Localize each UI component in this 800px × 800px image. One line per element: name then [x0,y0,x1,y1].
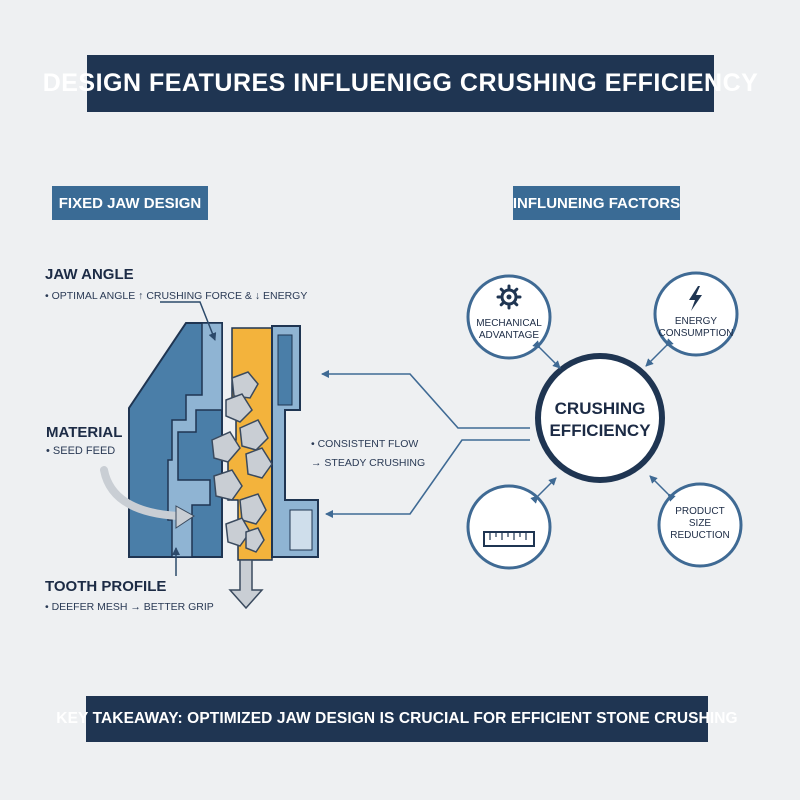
movable-jaw-plate [277,334,293,406]
crushing-efficiency-node [535,353,665,483]
connector-energy [645,338,674,367]
factors-network [466,271,743,570]
stone [231,371,259,399]
arrow-to-jaw-bottom [325,439,530,518]
node-label-line: Consumption [658,328,734,339]
stone [239,493,267,525]
jaw-angle-note: • Optimal angle ↑ crushing force & ↓ ene… [45,290,308,302]
flow-note-line1: • Consistent flow [311,438,419,450]
energy-consumption-label: Energy Consumption [656,316,736,340]
stone [225,517,251,547]
jaw-angle-title: Jaw Angle [45,266,134,283]
connector-mechanical [532,340,561,369]
mechanical-advantage-node [466,274,552,360]
stone-material [211,371,273,553]
stone [245,527,265,553]
node-label-line: Size [688,518,712,529]
connector-product [649,475,676,502]
movable-jaw-lower [289,509,313,551]
measurement-node [466,484,552,570]
crushing-efficiency-label: Crushing Efficiency [540,398,660,442]
key-takeaway-banner: Key Takeaway: Optimized jaw design is cr… [56,696,738,742]
node-label-line: Reduction [670,530,730,541]
ruler-icon [483,531,535,547]
arrow-to-jaw-top [321,370,530,429]
stone [211,431,241,463]
material-feed-arrowhead [175,505,195,529]
node-label-line: Product [675,506,725,517]
fixed-jaw-design-label: Fixed Jaw Design [52,186,208,220]
influencing-factors-label: Influneing Factors [513,186,680,220]
stone [245,447,273,479]
node-label-line: Advantage [478,330,540,341]
flow-note-line2: → Steady crushing [311,457,426,469]
energy-consumption-node [653,271,739,357]
connector-arrows [321,370,530,518]
center-label-line1: Crushing [554,399,646,418]
callout-leaders [160,301,217,576]
discharge-arrow [228,559,264,610]
product-size-reduction-node [657,482,743,568]
material-title: Material [46,424,123,441]
node-label-line: Mechanical [476,318,542,329]
mechanical-advantage-label: Mechanical Advantage [469,318,549,342]
page-title: Design Features Influenigg Crushing Effi… [43,55,758,112]
center-label-line2: Efficiency [549,421,651,440]
stone [239,419,269,451]
product-size-reduction-label: Product Size Reduction [660,506,740,542]
gear-icon [496,284,522,310]
node-label-line: Energy [674,316,718,327]
tooth-profile-title: Tooth Profile [45,578,167,595]
jaw-angle-leader [160,301,217,341]
lightning-icon [689,286,702,311]
fixed-jaw-plate [167,322,223,558]
connector-measurement [530,477,557,504]
stone [225,393,253,423]
stone [213,469,243,501]
jaw-crusher-diagram [100,322,319,610]
material-note: • Seed feed [46,445,116,457]
tooth-profile-note: • Deefer mesh → better grip [45,601,214,613]
material-feed-arrow [100,466,182,520]
